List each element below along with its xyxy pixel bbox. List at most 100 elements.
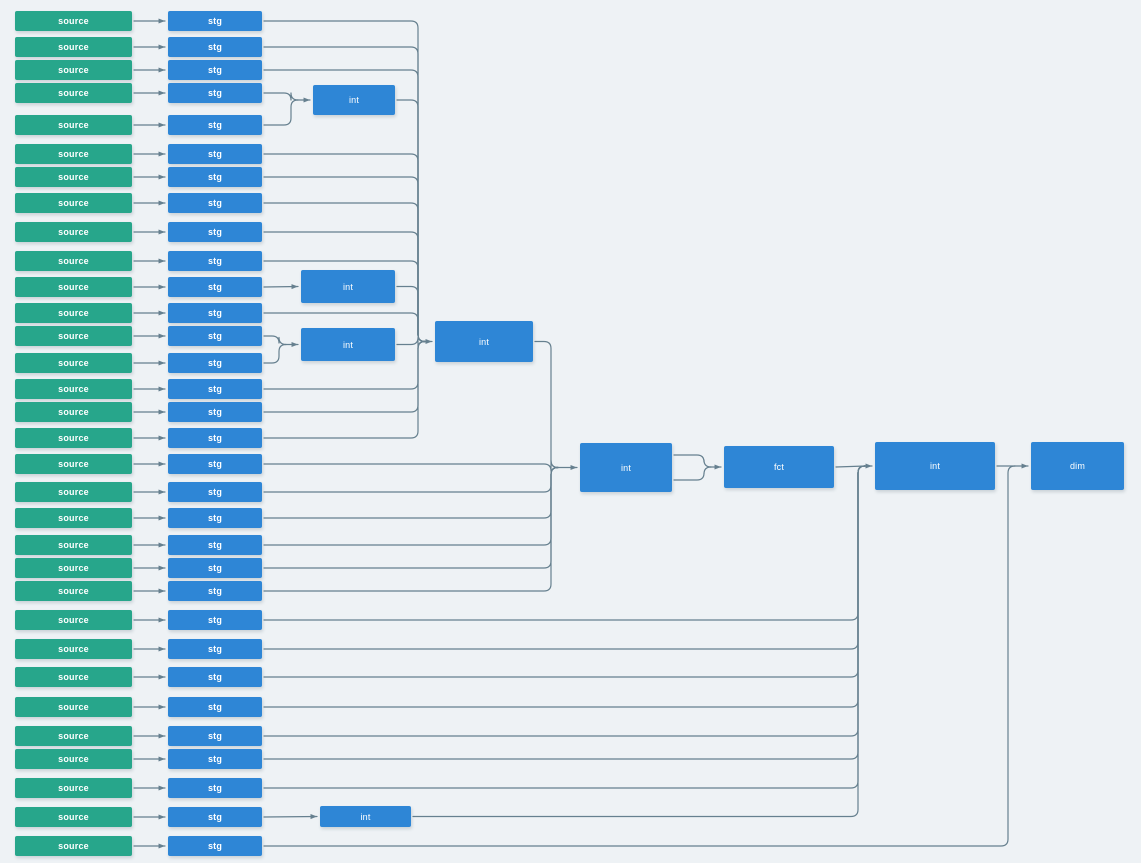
node-stg-stg7[interactable]: stg xyxy=(168,167,262,187)
node-label: int xyxy=(348,95,360,105)
node-dim-dim1[interactable]: dim xyxy=(1031,442,1124,490)
edge xyxy=(263,465,866,650)
node-stg-stg25[interactable]: stg xyxy=(168,639,262,659)
node-stg-stg24[interactable]: stg xyxy=(168,610,262,630)
node-source-src17[interactable]: source xyxy=(15,428,132,448)
node-source-src14[interactable]: source xyxy=(15,353,132,373)
node-source-src13[interactable]: source xyxy=(15,326,132,346)
node-stg-stg5[interactable]: stg xyxy=(168,115,262,135)
node-label: source xyxy=(58,282,89,292)
node-stg-stg20[interactable]: stg xyxy=(168,508,262,528)
node-label: source xyxy=(58,407,89,417)
edge xyxy=(263,465,1016,847)
node-source-src7[interactable]: source xyxy=(15,167,132,187)
node-stg-stg6[interactable]: stg xyxy=(168,144,262,164)
node-label: source xyxy=(58,358,89,368)
node-source-src3[interactable]: source xyxy=(15,60,132,80)
node-source-src6[interactable]: source xyxy=(15,144,132,164)
edge xyxy=(263,343,287,364)
node-stg-stg9[interactable]: stg xyxy=(168,222,262,242)
node-source-src9[interactable]: source xyxy=(15,222,132,242)
node-label: stg xyxy=(207,358,223,368)
edge xyxy=(534,340,559,469)
node-stg-stg15[interactable]: stg xyxy=(168,379,262,399)
node-source-src2[interactable]: source xyxy=(15,37,132,57)
node-int-intC[interactable]: int xyxy=(301,328,395,361)
node-source-src22[interactable]: source xyxy=(15,558,132,578)
node-int-intA[interactable]: int xyxy=(313,85,395,115)
node-stg-stg10[interactable]: stg xyxy=(168,251,262,271)
edge xyxy=(396,285,426,343)
node-source-src11[interactable]: source xyxy=(15,277,132,297)
node-stg-stg11[interactable]: stg xyxy=(168,277,262,297)
node-source-src32[interactable]: source xyxy=(15,836,132,856)
node-stg-stg23[interactable]: stg xyxy=(168,581,262,601)
node-source-src15[interactable]: source xyxy=(15,379,132,399)
node-stg-stg4[interactable]: stg xyxy=(168,83,262,103)
node-stg-stg29[interactable]: stg xyxy=(168,749,262,769)
node-label: source xyxy=(58,88,89,98)
node-source-src1[interactable]: source xyxy=(15,11,132,31)
node-fct-fct1[interactable]: fct xyxy=(724,446,834,488)
node-int-intBot[interactable]: int xyxy=(320,806,411,827)
node-int-intD[interactable]: int xyxy=(435,321,533,362)
node-source-src24[interactable]: source xyxy=(15,610,132,630)
node-stg-stg2[interactable]: stg xyxy=(168,37,262,57)
node-source-src27[interactable]: source xyxy=(15,697,132,717)
node-source-src5[interactable]: source xyxy=(15,115,132,135)
node-label: stg xyxy=(207,615,223,625)
node-label: source xyxy=(58,172,89,182)
node-stg-stg16[interactable]: stg xyxy=(168,402,262,422)
node-label: source xyxy=(58,702,89,712)
node-label: stg xyxy=(207,433,223,443)
node-stg-stg32[interactable]: stg xyxy=(168,836,262,856)
node-source-src19[interactable]: source xyxy=(15,482,132,502)
node-stg-stg30[interactable]: stg xyxy=(168,778,262,798)
node-stg-stg14[interactable]: stg xyxy=(168,353,262,373)
node-source-src28[interactable]: source xyxy=(15,726,132,746)
node-stg-stg31[interactable]: stg xyxy=(168,807,262,827)
node-source-src12[interactable]: source xyxy=(15,303,132,323)
node-label: stg xyxy=(207,487,223,497)
node-stg-stg27[interactable]: stg xyxy=(168,697,262,717)
node-source-src26[interactable]: source xyxy=(15,667,132,687)
node-source-src23[interactable]: source xyxy=(15,581,132,601)
node-source-src8[interactable]: source xyxy=(15,193,132,213)
node-label: source xyxy=(58,487,89,497)
node-stg-stg19[interactable]: stg xyxy=(168,482,262,502)
node-stg-stg17[interactable]: stg xyxy=(168,428,262,448)
node-source-src18[interactable]: source xyxy=(15,454,132,474)
node-int-intMain[interactable]: int xyxy=(580,443,672,492)
edge xyxy=(396,336,426,350)
node-stg-stg1[interactable]: stg xyxy=(168,11,262,31)
node-stg-stg22[interactable]: stg xyxy=(168,558,262,578)
node-stg-stg12[interactable]: stg xyxy=(168,303,262,323)
node-source-src25[interactable]: source xyxy=(15,639,132,659)
node-source-src21[interactable]: source xyxy=(15,535,132,555)
edge xyxy=(263,466,559,569)
node-int-intB[interactable]: int xyxy=(301,270,395,303)
node-stg-stg3[interactable]: stg xyxy=(168,60,262,80)
node-stg-stg28[interactable]: stg xyxy=(168,726,262,746)
node-source-src31[interactable]: source xyxy=(15,807,132,827)
node-source-src20[interactable]: source xyxy=(15,508,132,528)
node-label: source xyxy=(58,308,89,318)
node-source-src4[interactable]: source xyxy=(15,83,132,103)
node-label: stg xyxy=(207,407,223,417)
edge xyxy=(263,465,866,621)
node-stg-stg13[interactable]: stg xyxy=(168,326,262,346)
edge xyxy=(263,465,866,678)
node-int-intFinal[interactable]: int xyxy=(875,442,995,490)
node-stg-stg21[interactable]: stg xyxy=(168,535,262,555)
node-label: source xyxy=(58,513,89,523)
node-source-src16[interactable]: source xyxy=(15,402,132,422)
node-stg-stg18[interactable]: stg xyxy=(168,454,262,474)
node-label: source xyxy=(58,563,89,573)
node-source-src10[interactable]: source xyxy=(15,251,132,271)
node-source-src29[interactable]: source xyxy=(15,749,132,769)
edge xyxy=(396,99,426,343)
node-stg-stg8[interactable]: stg xyxy=(168,193,262,213)
node-label: stg xyxy=(207,308,223,318)
node-source-src30[interactable]: source xyxy=(15,778,132,798)
node-stg-stg26[interactable]: stg xyxy=(168,667,262,687)
